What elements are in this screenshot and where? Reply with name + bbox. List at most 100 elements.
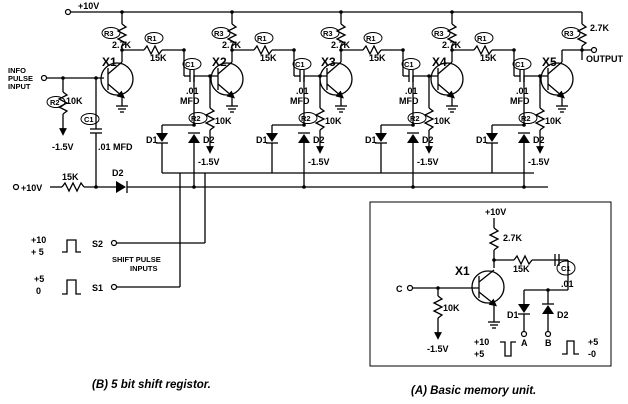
r2-value-4: 10K bbox=[545, 116, 562, 126]
d2-label-3: D2 bbox=[422, 135, 434, 145]
s2-label: S2 bbox=[92, 239, 103, 249]
c1-value-b-1: MFD bbox=[180, 96, 200, 106]
inset-circuit: +10V 2.7K 15K C1 .01 X1 C 1 bbox=[396, 207, 598, 359]
s1-terminal[interactable] bbox=[110, 283, 118, 291]
d1-label-2: D1 bbox=[256, 135, 268, 145]
r2-value-2: 10K bbox=[325, 116, 342, 126]
caption-right: (A) Basic memory unit. bbox=[411, 385, 536, 397]
d2-label-4: D2 bbox=[533, 135, 545, 145]
info-label-3: INPUT bbox=[8, 82, 31, 91]
shift-label-2: INPUTS bbox=[130, 264, 158, 273]
stage-label-1: X1 bbox=[102, 55, 117, 69]
r1-label-1: R1 bbox=[147, 34, 157, 43]
x5-r3-label: R3 bbox=[564, 29, 574, 38]
c1-label-3: C1 bbox=[404, 60, 414, 69]
r2-label-2: R2 bbox=[301, 114, 311, 123]
inset-b-waveform bbox=[562, 340, 579, 355]
stage-label-3: X3 bbox=[321, 55, 336, 69]
r2-value-1: 10K bbox=[215, 116, 232, 126]
s1-level-low: 0 bbox=[36, 286, 41, 296]
r1-value-1: 15K bbox=[150, 53, 167, 63]
r1-value-4: 15K bbox=[480, 53, 497, 63]
s1-label: S1 bbox=[92, 283, 103, 293]
stage-label-4: X4 bbox=[432, 55, 447, 69]
output-label: OUTPUT bbox=[586, 54, 624, 64]
r3-value-1: 2.7K bbox=[112, 40, 132, 50]
inset-c-label: C1 bbox=[561, 264, 571, 273]
inset-a-high: +10 bbox=[474, 337, 489, 347]
r1-label-4: R1 bbox=[477, 34, 487, 43]
s2-level-high: +10 bbox=[31, 235, 46, 245]
r3-value-3: 2.7K bbox=[331, 40, 351, 50]
c1-value-b-2: MFD bbox=[290, 96, 310, 106]
s1-waveform bbox=[62, 279, 81, 295]
r3-value-4: 2.7K bbox=[442, 40, 462, 50]
inset-input-label: C bbox=[396, 284, 403, 294]
inset-neg-supply: -1.5V bbox=[427, 344, 449, 354]
d1-label-1: D1 bbox=[146, 135, 158, 145]
s2-level-low: + 5 bbox=[31, 247, 44, 257]
d2-label-2: D2 bbox=[313, 135, 325, 145]
c1-label-1: C1 bbox=[185, 60, 195, 69]
stage-label-2: X2 bbox=[212, 55, 227, 69]
s2-waveform bbox=[62, 239, 81, 253]
input-cap-value: .01 MFD bbox=[98, 142, 133, 152]
inset-a-low: +5 bbox=[474, 349, 484, 359]
info-label-1: INFO bbox=[8, 66, 26, 75]
input-r2-label: R2 bbox=[50, 98, 60, 107]
input-neg-supply: -1.5V bbox=[52, 142, 74, 152]
c1-label-4: C1 bbox=[515, 60, 525, 69]
r2-label-3: R2 bbox=[410, 114, 420, 123]
inset-rb-value: 10K bbox=[443, 303, 460, 313]
inset-d2-label: D2 bbox=[557, 310, 569, 320]
info-terminal[interactable] bbox=[40, 74, 48, 82]
neg-supply-4: -1.5V bbox=[528, 157, 550, 167]
r2-label-1: R2 bbox=[191, 114, 201, 123]
d2-label-1: D2 bbox=[203, 135, 215, 145]
inset-rc-value: 2.7K bbox=[503, 233, 523, 243]
r2-value-3: 10K bbox=[434, 116, 451, 126]
supply-terminal bbox=[64, 8, 72, 16]
neg-supply-2: -1.5V bbox=[308, 157, 330, 167]
s1-level-high: +5 bbox=[34, 274, 44, 284]
supply-label: +10V bbox=[78, 1, 99, 11]
bottom-supply-label: +10V bbox=[21, 183, 42, 193]
r1-label-3: R1 bbox=[366, 34, 376, 43]
input-cap-label: C1 bbox=[84, 115, 94, 124]
c1-value-b-3: MFD bbox=[399, 96, 419, 106]
c1-value-a-2: .01 bbox=[296, 86, 309, 96]
c1-value-a-4: .01 bbox=[516, 86, 529, 96]
bottom-r-value: 15K bbox=[62, 172, 79, 182]
c1-label-2: C1 bbox=[295, 60, 305, 69]
x5-r3-value: 2.7K bbox=[590, 23, 610, 33]
inset-b-low: -0 bbox=[588, 349, 596, 359]
info-label-2: PULSE bbox=[8, 74, 33, 83]
r2-label-4: R2 bbox=[521, 114, 531, 123]
inset-rf-value: 15K bbox=[513, 264, 530, 274]
c1-value-a-3: .01 bbox=[405, 86, 418, 96]
s2-terminal[interactable] bbox=[110, 239, 118, 247]
c1-value-a-1: .01 bbox=[186, 86, 199, 96]
r3-value-2: 2.7K bbox=[222, 40, 242, 50]
output-terminal[interactable] bbox=[590, 46, 598, 54]
bottom-d2-label: D2 bbox=[112, 168, 124, 178]
c1-value-b-4: MFD bbox=[510, 96, 530, 106]
input-r2-value: 10K bbox=[66, 96, 83, 106]
inset-transistor bbox=[471, 270, 505, 304]
inset-c-value: .01 bbox=[561, 279, 574, 289]
r1-value-3: 15K bbox=[369, 53, 386, 63]
caption-left: (B) 5 bit shift registor. bbox=[92, 379, 211, 391]
bottom-rail: +10V 15K D2 bbox=[12, 168, 548, 193]
d1-label-3: D1 bbox=[365, 135, 377, 145]
stage-label-5: X5 bbox=[542, 55, 557, 69]
neg-supply-3: -1.5V bbox=[417, 157, 439, 167]
inset-d1-label: D1 bbox=[507, 310, 519, 320]
inset-supply: +10V bbox=[485, 207, 506, 217]
r3-label-2: R3 bbox=[214, 29, 224, 38]
inset-transistor-label: X1 bbox=[455, 264, 470, 278]
shift-label-1: SHIFT PULSE bbox=[112, 255, 161, 264]
d1-label-4: D1 bbox=[476, 135, 488, 145]
